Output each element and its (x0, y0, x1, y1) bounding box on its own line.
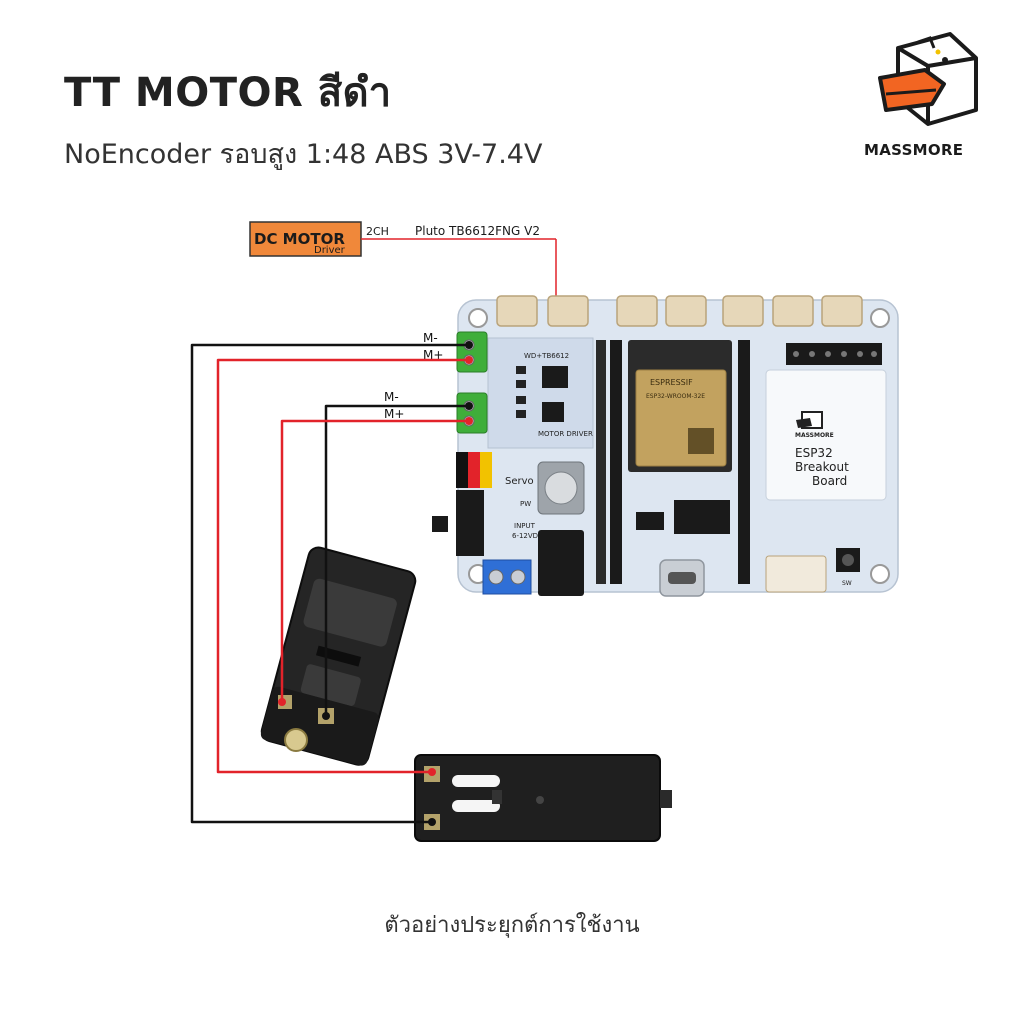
esp32-breakout-board: MASSMORE ESP32 Breakout Board ESPRESSIF … (432, 295, 899, 597)
breakout-logo-icon (796, 411, 823, 429)
module-model: ESP32-WROOM-32E (646, 393, 705, 400)
switch-label: SW (842, 580, 852, 587)
page-title: TT MOTOR สีดำ (64, 70, 392, 116)
driver-model: Pluto TB6612FNG V2 (415, 224, 540, 238)
breakout-label-3: Board (812, 474, 847, 488)
motor-b-wires (280, 404, 469, 716)
input-label: INPUT (514, 522, 536, 530)
motor-b-terminal (456, 392, 488, 434)
breakout-label-2: Breakout (795, 460, 849, 474)
caption: ตัวอย่างประยุกต์การใช้งาน (384, 913, 640, 938)
power-switch (456, 490, 484, 556)
page-subtitle: NoEncoder รอบสูง 1:48 ABS 3V-7.4V (64, 139, 543, 170)
input-range: 6-12VDC (512, 532, 543, 540)
breakout-brand: MASSMORE (795, 432, 834, 439)
motor-b-minus-label: M- (384, 390, 399, 404)
brand-name: MASSMORE (864, 141, 964, 159)
driver-badge-subtitle: Driver (314, 245, 346, 256)
breakout-label-1: ESP32 (795, 446, 833, 460)
servo-label: Servo (505, 476, 534, 487)
tt-motor-2 (414, 754, 672, 842)
motor-a-minus-label: M- (423, 331, 438, 345)
motor-a-wires (190, 343, 469, 824)
motor-b-plus-label: M+ (384, 407, 404, 421)
power-label: PW (520, 500, 531, 508)
motor-a-terminal (456, 331, 488, 373)
brand-logo-icon (878, 32, 978, 126)
driver-channels: 2CH (366, 225, 389, 238)
driver-badge-box (249, 221, 362, 257)
motor-1-shaft-icon (284, 728, 308, 752)
qr-code-icon (688, 428, 714, 454)
driver-section-label: MOTOR DRIVER (538, 430, 593, 438)
driver-chip-label: WD+TB6612 (524, 352, 569, 360)
driver-badge-title: DC MOTOR (254, 230, 345, 248)
module-brand: ESPRESSIF (650, 378, 693, 387)
tt-motor-1 (260, 546, 417, 766)
dc-jack-icon (538, 530, 584, 596)
motor-a-plus-label: M+ (423, 348, 443, 362)
